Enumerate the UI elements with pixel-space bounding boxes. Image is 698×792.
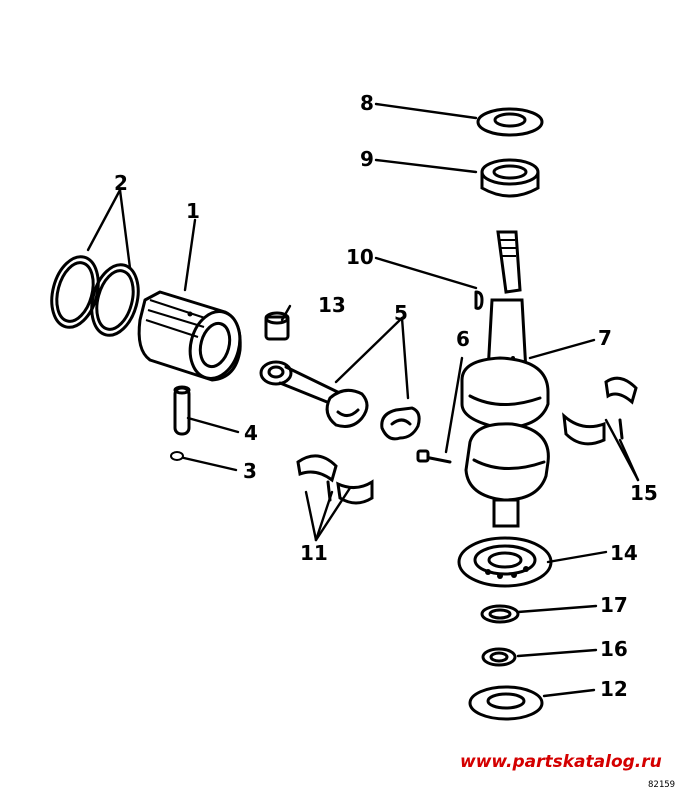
callout-11: 11: [300, 541, 328, 565]
main-bearing-halves-lower: [296, 454, 374, 505]
ball-bearing: [457, 536, 553, 588]
callout-12: 12: [600, 677, 628, 701]
rod-bolt: [416, 449, 452, 464]
piston: [137, 290, 242, 382]
needle-bearing: [264, 311, 290, 341]
leader-lines: [86, 102, 640, 698]
callout-7: 7: [598, 326, 612, 350]
callout-14: 14: [610, 541, 638, 565]
callout-2: 2: [114, 171, 128, 195]
callout-6: 6: [456, 327, 470, 351]
lower-seal: [468, 685, 544, 721]
main-bearing-halves-upper: [562, 376, 638, 446]
upper-bearing: [480, 158, 540, 198]
wrist-pin: [173, 385, 191, 436]
woodruff-key: [474, 290, 484, 310]
callout-16: 16: [600, 637, 628, 661]
piston-rings: [50, 255, 140, 337]
callout-8: 8: [360, 91, 374, 115]
callout-10: 10: [346, 245, 374, 269]
crankshaft: [460, 230, 550, 528]
callout-5: 5: [394, 301, 408, 325]
callout-9: 9: [360, 147, 374, 171]
retaining-ring-17: [480, 604, 520, 624]
retaining-ring: [170, 451, 184, 461]
callout-15: 15: [630, 481, 658, 505]
callout-13: 13: [318, 293, 346, 317]
figure-number: 82159: [648, 780, 676, 790]
connecting-rod: [259, 360, 421, 441]
callout-1: 1: [186, 199, 200, 223]
callout-4: 4: [244, 421, 258, 445]
upper-seal: [476, 107, 544, 137]
lock-ring-16: [481, 647, 517, 667]
callout-3: 3: [243, 459, 257, 483]
callout-17: 17: [600, 593, 628, 617]
watermark-text: www.partskatalog.ru: [460, 752, 662, 772]
callouts: 1 2 3 4 5 6 7 8 9 10 11 12 13 14 15 16 1…: [114, 91, 658, 701]
